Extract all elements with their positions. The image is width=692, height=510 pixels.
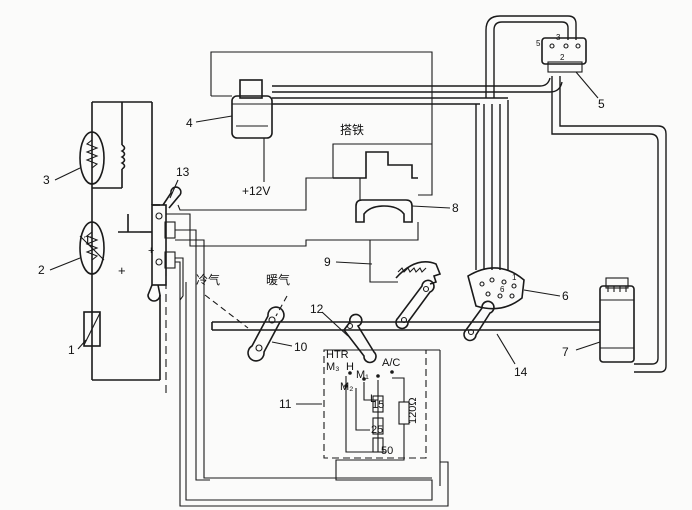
r25-label: 25 [371,424,383,436]
wire-top-loop [210,51,433,196]
control-rod [211,321,600,331]
svg-text:2: 2 [560,53,565,62]
leader-12 [321,311,349,337]
leader-6 [523,289,561,297]
label-8: 8 [452,201,459,215]
label-9: 9 [324,255,331,269]
label-1: 1 [68,343,75,357]
terminal-block [118,186,182,302]
vacuum-valve: 5 3 2 [536,33,587,73]
vacuum-selector: 6 1 [467,267,525,310]
svg-text:6: 6 [500,285,505,294]
thermistor-symbol: T [84,233,92,247]
leader-10 [271,341,293,347]
leader-2 [49,257,81,271]
r50-label: 50 [381,445,393,457]
leader-9 [335,261,373,265]
supply-label: +12V [242,184,270,198]
ground-label: 搭铁 [340,123,364,137]
leader-5 [575,71,599,99]
label-2: 2 [38,263,45,277]
svg-text:1: 1 [512,273,517,282]
plus-sign-left: + [118,263,126,278]
leader-1 [77,339,87,350]
blower-lever [342,313,377,364]
leader-13 [169,179,179,199]
leader-8 [411,205,451,209]
label-7: 7 [562,345,569,359]
plus-sign-block: + [148,245,154,257]
label-3: 3 [43,173,50,187]
micro-switch [333,151,418,223]
leader-3 [54,167,81,181]
vacuum-actuator [231,79,273,139]
leader-4 [195,115,233,123]
label-6: 6 [562,289,569,303]
htr-label: HTR [326,349,349,361]
leader-7 [575,341,601,351]
temperature-lever [204,294,288,362]
m3-label: M₃ [326,361,340,373]
label-5: 5 [598,97,605,111]
rod-bracket [463,300,495,342]
label-13: 13 [176,165,190,179]
sensor-circuit [79,101,161,381]
wire-ground [177,143,432,211]
m1-label: M₁ [356,369,369,381]
vacuum-tubes [272,15,667,373]
label-14: 14 [514,365,528,379]
svg-text:3: 3 [556,33,561,42]
r15-label: 15 [372,399,384,411]
ac-label: A/C [382,357,400,369]
warm-label: 暖气 [266,272,290,287]
label-4: 4 [186,116,193,130]
r120-label: 120Ω [407,397,419,424]
l-label: L [370,393,376,405]
label-12: 12 [310,302,324,316]
blower-switch-box [185,282,441,501]
label-11: 11 [279,397,292,411]
cold-label: 冷气 [196,272,220,287]
m2-label: M₂ [340,381,353,393]
vacuum-motor [599,277,635,363]
leader-14 [496,333,516,365]
h-label: H [346,361,354,373]
label-10: 10 [294,340,308,354]
cam-lever [369,222,442,330]
svg-text:5: 5 [536,39,541,48]
